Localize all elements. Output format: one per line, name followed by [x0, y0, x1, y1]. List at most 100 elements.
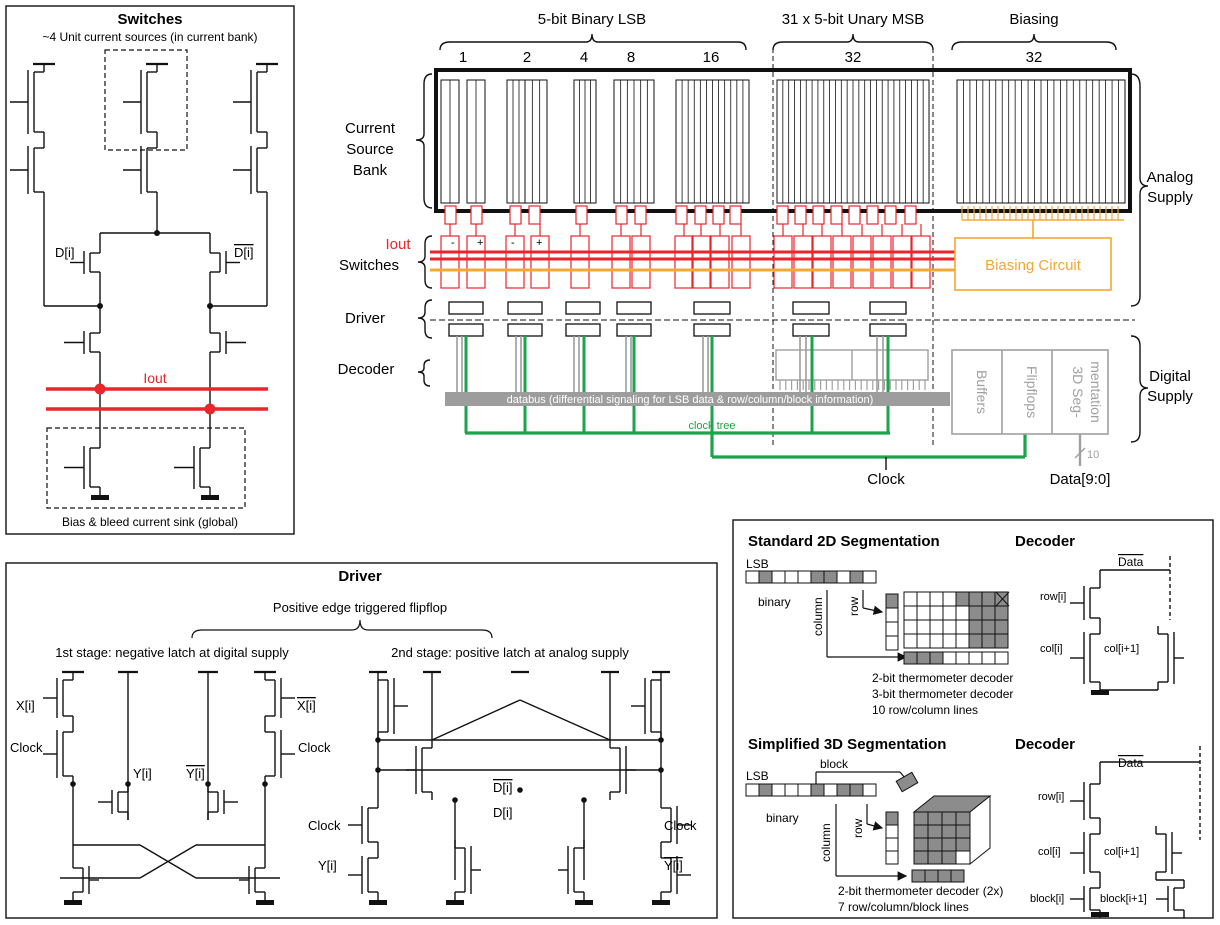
msb-brace [772, 33, 934, 51]
transistor [207, 784, 238, 820]
dec2-col: col[i] [1038, 846, 1061, 858]
dbar-label: D[i] [493, 780, 513, 795]
bit-cell [823, 570, 838, 584]
col-select-cell [929, 651, 944, 665]
col-select-cell [950, 869, 965, 883]
ground-icon [575, 900, 593, 905]
row-select-cell [885, 850, 899, 865]
unit-current-cells [956, 79, 1126, 204]
biasing-circuit [954, 237, 1112, 291]
latch-wiring [60, 672, 662, 880]
switch-pair [631, 235, 651, 289]
grid-cell [942, 591, 957, 607]
switch-dbar-label: D[i] [234, 245, 254, 260]
col-select-cell [916, 651, 931, 665]
simp-bit-cells [745, 783, 877, 797]
ybar-label: Y[i] [186, 766, 205, 781]
switches-row-label: Switches [339, 257, 399, 274]
dec2-row: row[i] [1038, 791, 1064, 803]
clock1-label: Clock [10, 740, 43, 755]
driver-latch-1 [869, 301, 907, 315]
clock4-label: Clock [664, 818, 697, 833]
switches-title: Switches [117, 11, 182, 28]
driver-boxes [448, 301, 907, 337]
grid-cell [981, 619, 996, 635]
grid-cell [994, 633, 1009, 649]
weight-label: 16 [703, 49, 720, 66]
bit-cell [849, 783, 864, 797]
std-note-1: 2-bit thermometer decoder [872, 671, 1013, 685]
bit-cell [849, 570, 864, 584]
col-select-cell [942, 651, 957, 665]
cell-output [694, 205, 707, 225]
bank-label-3: Bank [353, 162, 388, 179]
cube-cell [955, 811, 971, 826]
grid-cell [994, 605, 1009, 621]
bit-cell [771, 783, 786, 797]
switches-subtitle: ~4 Unit current sources (in current bank… [42, 30, 257, 44]
simp-note-1: 2-bit thermometer decoder (2x) [838, 884, 1003, 898]
grid-cell [903, 619, 918, 635]
col-select-cell [924, 869, 939, 883]
driver-panel: Driver Positive edge triggered flipflop … [5, 562, 718, 919]
switch-polarity: + [477, 237, 483, 249]
grid-cell [929, 605, 944, 621]
cell-output [776, 205, 789, 225]
bit-cell [810, 570, 825, 584]
switch-pair [440, 235, 460, 289]
driver-latch-2 [693, 323, 731, 337]
ybar2-label: Y[i] [664, 858, 683, 873]
clock2-label: Clock [298, 740, 331, 755]
cell-output [866, 205, 879, 225]
std-bit-cells [745, 570, 877, 584]
bank-label-2: Source [346, 141, 394, 158]
weight-label: 8 [627, 49, 635, 66]
cube-cell [927, 824, 943, 839]
ground-icon [64, 900, 82, 905]
analog-supply-2: Supply [1147, 189, 1193, 206]
switch-pair [793, 235, 813, 289]
y-label: Y[i] [133, 766, 152, 781]
grid-cell [994, 619, 1009, 635]
driver-row-label: Driver [345, 310, 385, 327]
transistor [264, 724, 295, 784]
col-select-cell [981, 651, 996, 665]
cell-output [904, 205, 917, 225]
latch-nodes [70, 737, 664, 803]
switch-pair [812, 235, 832, 289]
clock-tree-label: clock tree [688, 420, 735, 432]
cube-cell [927, 850, 943, 865]
ground-icon [201, 495, 219, 500]
simp-binary-label: binary [766, 811, 799, 825]
bit-cell [862, 783, 877, 797]
grid-cell [968, 605, 983, 621]
transistor [239, 860, 266, 900]
decoder1-title: Decoder [1015, 533, 1075, 550]
bias-group-label: Biasing [1009, 11, 1058, 28]
grid-cell [981, 591, 996, 607]
digital-blocks: Buffers Flipflops 3D Seg- mentation [951, 349, 1109, 435]
cell-output [615, 205, 628, 225]
switch-boxes: -+-+ [440, 224, 931, 289]
cell-output [812, 205, 825, 225]
dec2-block-next: block[i+1] [1100, 893, 1147, 905]
switch-polarity: + [536, 237, 542, 249]
decoder2-title: Decoder [1015, 736, 1075, 753]
dec1-col-next: col[i+1] [1104, 643, 1139, 655]
databus [445, 392, 950, 406]
switch-pair [570, 235, 590, 289]
current-source-transistors [10, 62, 278, 500]
unit-current-cells [675, 79, 750, 204]
driver-latch-2 [869, 323, 907, 337]
grid-cell [968, 619, 983, 635]
row-select-cell [885, 593, 899, 609]
cell-output [444, 205, 457, 225]
cell-output [634, 205, 647, 225]
grid-cell [929, 633, 944, 649]
grid-cell [955, 605, 970, 621]
seg-label-2: mentation [1088, 361, 1104, 422]
col-select-cell [994, 651, 1009, 665]
cube-cell [955, 850, 971, 865]
